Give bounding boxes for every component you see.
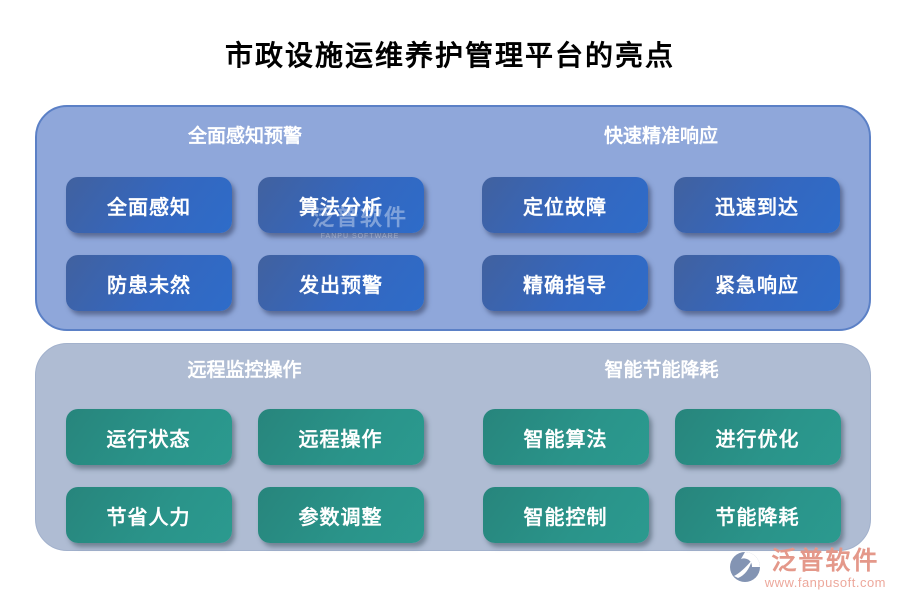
section-header: 远程监控操作 xyxy=(187,360,302,381)
feature-button-perception-3[interactable]: 防患未然 xyxy=(66,255,232,311)
button-grid: 运行状态 远程操作 节省人力 参数调整 xyxy=(65,409,424,543)
section-header: 全面感知预警 xyxy=(187,126,302,147)
feature-button-response-3[interactable]: 精确指导 xyxy=(482,255,648,311)
section-header: 快速精准响应 xyxy=(603,126,718,147)
feature-button-perception-1[interactable]: 全面感知 xyxy=(66,177,232,233)
panel-remote-energy: 远程监控操作 运行状态 远程操作 节省人力 参数调整 智能节能降耗 智能算法 进… xyxy=(35,343,871,551)
feature-button-perception-4[interactable]: 发出预警 xyxy=(258,255,424,311)
feature-button-response-1[interactable]: 定位故障 xyxy=(482,177,648,233)
panel-perception-warning: 全面感知预警 全面感知 算法分析 防患未然 发出预警 快速精准响应 定位故障 迅… xyxy=(35,105,871,331)
fanpu-swirl-icon xyxy=(729,552,760,582)
feature-button-remote-3[interactable]: 节省人力 xyxy=(65,487,232,543)
section-response: 快速精准响应 定位故障 迅速到达 精确指导 紧急响应 xyxy=(453,107,869,329)
brand-name: 泛普软件 xyxy=(771,547,880,575)
feature-button-response-4[interactable]: 紧急响应 xyxy=(674,255,840,311)
feature-button-energy-3[interactable]: 智能控制 xyxy=(482,487,649,543)
feature-button-energy-1[interactable]: 智能算法 xyxy=(482,409,649,465)
feature-button-remote-2[interactable]: 远程操作 xyxy=(257,409,424,465)
feature-button-perception-2[interactable]: 算法分析 xyxy=(258,177,424,233)
brand-url[interactable]: www.fanpusoft.com xyxy=(764,575,886,590)
button-grid: 定位故障 迅速到达 精确指导 紧急响应 xyxy=(482,177,840,311)
feature-button-energy-2[interactable]: 进行优化 xyxy=(674,409,841,465)
button-grid: 智能算法 进行优化 智能控制 节能降耗 xyxy=(482,409,841,543)
section-header: 智能节能降耗 xyxy=(604,360,719,381)
feature-button-response-2[interactable]: 迅速到达 xyxy=(674,177,840,233)
button-grid: 全面感知 算法分析 防患未然 发出预警 xyxy=(66,177,424,311)
section-perception: 全面感知预警 全面感知 算法分析 防患未然 发出预警 xyxy=(37,107,453,329)
fanpu-logo: 泛普软件 www.fanpusoft.com xyxy=(728,547,886,590)
page-title: 市政设施运维养护管理平台的亮点 xyxy=(224,40,675,71)
feature-button-remote-4[interactable]: 参数调整 xyxy=(257,487,424,543)
feature-button-energy-4[interactable]: 节能降耗 xyxy=(674,487,841,543)
feature-button-remote-1[interactable]: 运行状态 xyxy=(65,409,232,465)
section-energy: 智能节能降耗 智能算法 进行优化 智能控制 节能降耗 xyxy=(453,344,870,550)
section-remote: 远程监控操作 运行状态 远程操作 节省人力 参数调整 xyxy=(36,344,453,550)
